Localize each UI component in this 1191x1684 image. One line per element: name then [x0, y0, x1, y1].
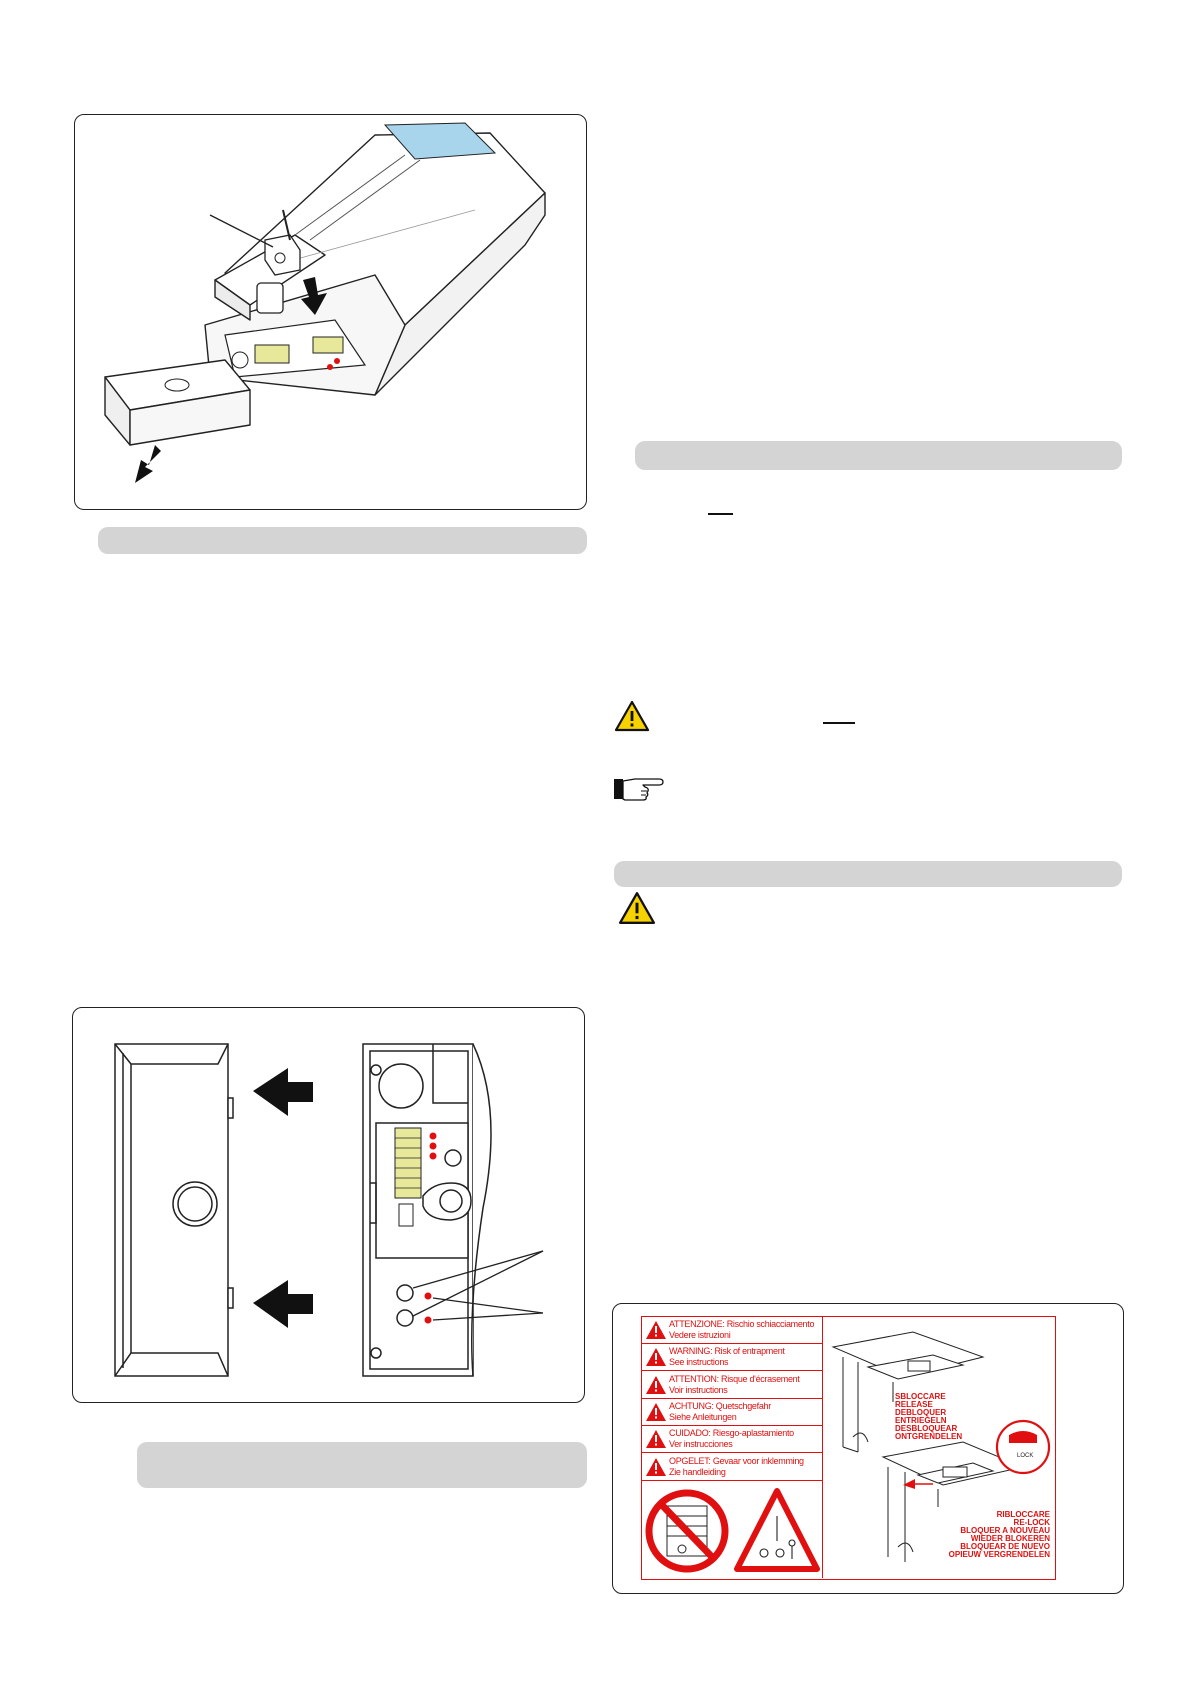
- underline-mark-2: [823, 722, 855, 724]
- warning-triangle-icon: [646, 1402, 666, 1421]
- relock-text: OPIEUW VERGRENDELEN: [949, 1550, 1051, 1559]
- warning-row-line2: Zie handleiding: [669, 1466, 726, 1477]
- release-text: ENTRIEGELN: [895, 1416, 947, 1425]
- warning-row-line2: See instructions: [669, 1357, 729, 1368]
- receiver-install-illustration: [104, 122, 546, 483]
- release-text: ONTGRENDELEN: [895, 1432, 962, 1441]
- underline-mark: [708, 513, 733, 515]
- warning-triangle-icon: [646, 1430, 666, 1449]
- warning-row-line1: ATTENZIONE: Rischio schiacciamento: [669, 1319, 815, 1329]
- warning-row-line2: Ver instrucciones: [669, 1439, 733, 1450]
- section-heading-bar-right-1: [635, 441, 1122, 470]
- section-heading-bar-adjustment: [137, 1442, 587, 1488]
- relock-text: BLOQUER A NOUVEAU: [960, 1526, 1050, 1535]
- release-relock-illustration: LOCK SBLOCCARERELEASEDEBLOQUERENTRIEGELN…: [831, 1331, 1051, 1562]
- warning-row-line2: Siehe Anleitungen: [669, 1411, 737, 1422]
- control-panel-illustration: [114, 1043, 544, 1377]
- warning-row-line2: Vedere istruzioni: [669, 1330, 731, 1340]
- relock-text: BLOQUEAR DE NUEVO: [960, 1542, 1050, 1551]
- lock-text: LOCK: [1017, 1453, 1033, 1459]
- relock-text: RE-LOCK: [1014, 1518, 1051, 1527]
- figure-control-panel: [72, 1007, 585, 1403]
- pointing-hand-icon: [614, 778, 664, 801]
- release-text: DESBLOQUEAR: [895, 1424, 957, 1433]
- label-column-divider: [822, 1317, 823, 1578]
- warning-triangle-icon: [646, 1375, 666, 1394]
- warning-row-line1: OPGELET: Gevaar voor inklemming: [669, 1455, 804, 1466]
- warning-triangle-icon: [614, 700, 650, 732]
- section-heading-bar-right-2: [614, 861, 1122, 887]
- relock-text: RIBLOCCARE: [997, 1510, 1051, 1519]
- relock-text: WIEDER BLOKEREN: [971, 1534, 1050, 1543]
- warning-row-line1: WARNING: Risk of entrapment: [669, 1346, 785, 1357]
- warning-triangle-icon-2: [618, 892, 656, 924]
- warning-row-line1: ACHTUNG: Quetschgefahr: [669, 1400, 771, 1411]
- pictogram-panel: [645, 1488, 820, 1573]
- release-text: SBLOCCARE: [895, 1392, 946, 1401]
- warning-triangle-icon: [646, 1321, 666, 1339]
- warning-triangle-icon: [646, 1348, 666, 1367]
- section-heading-bar-receiver: [98, 527, 587, 554]
- figure-receiver-install: [74, 114, 587, 510]
- warning-row-line1: CUIDADO: Riesgo-aplastamiento: [669, 1428, 794, 1439]
- warning-triangle-icon: [646, 1457, 666, 1476]
- release-text: RELEASE: [895, 1400, 933, 1409]
- release-text-group: SBLOCCARERELEASEDEBLOQUERENTRIEGELNDESBL…: [895, 1392, 962, 1441]
- warning-row-line2: Voir instructions: [669, 1384, 728, 1395]
- warning-row-line1: ATTENTION: Risque d'écrasement: [669, 1373, 800, 1384]
- release-text: DEBLOQUER: [895, 1408, 946, 1417]
